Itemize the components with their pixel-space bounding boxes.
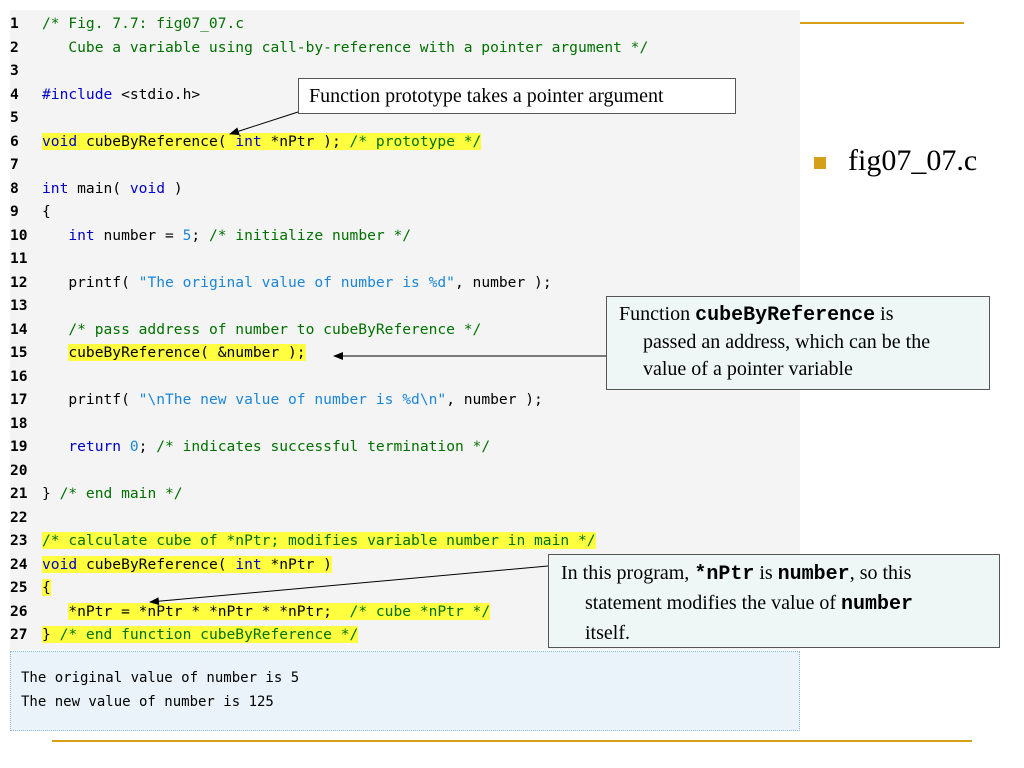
callout-address-line-3: value of a pointer variable <box>643 358 853 380</box>
code-text: printf( "\nThe new value of number is %d… <box>42 391 543 408</box>
code-text: void cubeByReference( int *nPtr ); /* pr… <box>42 132 482 150</box>
line-number: 24 <box>10 555 28 573</box>
code-text: } /* end main */ <box>42 485 183 502</box>
code-text: { <box>42 203 51 220</box>
output-line-2: The new value of number is 125 <box>21 694 274 710</box>
line-number: 21 <box>10 485 28 502</box>
output-line-1: The original value of number is 5 <box>21 670 300 686</box>
line-number: 8 <box>10 179 19 197</box>
code-text: int main( void ) <box>42 179 183 197</box>
callout-address-line-1: Function cubeByReference is <box>619 301 977 329</box>
line-number: 23 <box>10 532 28 549</box>
callout-program-line-2: statement modifies the value of number <box>561 589 987 619</box>
callout-program-pre: In this program, <box>561 562 695 584</box>
line-number: 5 <box>10 109 19 126</box>
line-number: 27 <box>10 626 28 643</box>
code-text: /* pass address of number to cubeByRefer… <box>68 320 482 338</box>
callout-program-line-1: In this program, *nPtr is number, so thi… <box>561 559 987 589</box>
line-number: 4 <box>10 85 19 103</box>
code-text: } /* end function cubeByReference */ <box>42 626 359 643</box>
code-text: /* Fig. 7.7: fig07_07.c <box>42 15 245 32</box>
code-text: { <box>42 579 51 596</box>
line-number: 26 <box>10 602 28 620</box>
callout-address-pre: Function <box>619 303 696 325</box>
bullet-label: fig07_07.c <box>848 144 978 177</box>
callout-program-post: , so this <box>849 562 912 584</box>
callout-address: Function cubeByReference is passed an ad… <box>606 296 990 390</box>
line-number: 2 <box>10 38 19 56</box>
line-number: 25 <box>10 579 28 596</box>
callout-program-code-1: *nPtr <box>694 563 755 586</box>
callout-address-post: is <box>875 303 894 325</box>
code-text: Cube a variable using call-by-reference … <box>42 38 649 56</box>
callout-prototype-text: Function prototype takes a pointer argum… <box>309 85 664 107</box>
line-number: 10 <box>10 226 28 244</box>
code-text: printf( "The original value of number is… <box>42 273 552 291</box>
callout-prototype: Function prototype takes a pointer argum… <box>298 78 736 114</box>
callout-program-line-2-pre: statement modifies the value of <box>585 592 842 614</box>
code-text: int number = 5; /* initialize number */ <box>68 226 412 244</box>
callout-program-line-3: itself. <box>585 622 630 644</box>
callout-address-line-2: passed an address, which can be the <box>643 331 931 353</box>
code-text: #include <stdio.h> <box>42 85 201 103</box>
callout-program-line-2-code: number <box>841 593 914 616</box>
line-number: 22 <box>10 508 28 526</box>
bullet-marker <box>814 157 826 169</box>
callout-program-code-2: number <box>777 563 850 586</box>
line-number: 3 <box>10 62 19 79</box>
line-number: 20 <box>10 461 28 479</box>
callout-program-mid: is <box>754 562 778 584</box>
line-number: 17 <box>10 391 28 408</box>
line-number: 16 <box>10 367 28 385</box>
line-number: 6 <box>10 132 19 150</box>
line-number: 12 <box>10 273 28 291</box>
line-number: 18 <box>10 414 28 432</box>
line-number: 19 <box>10 438 28 455</box>
code-text: *nPtr = *nPtr * *nPtr * *nPtr; /* cube *… <box>68 602 491 620</box>
line-number: 7 <box>10 156 19 173</box>
code-text: return 0; /* indicates successful termin… <box>68 438 491 455</box>
callout-address-code: cubeByReference <box>695 304 876 327</box>
line-number: 15 <box>10 344 28 361</box>
top-accent-rule <box>798 22 964 24</box>
code-text: cubeByReference( &number ); <box>68 344 306 361</box>
code-text: void cubeByReference( int *nPtr ) <box>42 555 332 573</box>
line-number: 13 <box>10 297 28 314</box>
bottom-accent-rule <box>52 740 972 742</box>
code-text: /* calculate cube of *nPtr; modifies var… <box>42 532 596 549</box>
line-number: 14 <box>10 320 28 338</box>
line-number: 11 <box>10 250 28 267</box>
callout-program: In this program, *nPtr is number, so thi… <box>548 554 1000 648</box>
line-number: 1 <box>10 15 19 32</box>
line-number: 9 <box>10 203 19 220</box>
program-output-box: The original value of number is 5 The ne… <box>10 651 800 731</box>
